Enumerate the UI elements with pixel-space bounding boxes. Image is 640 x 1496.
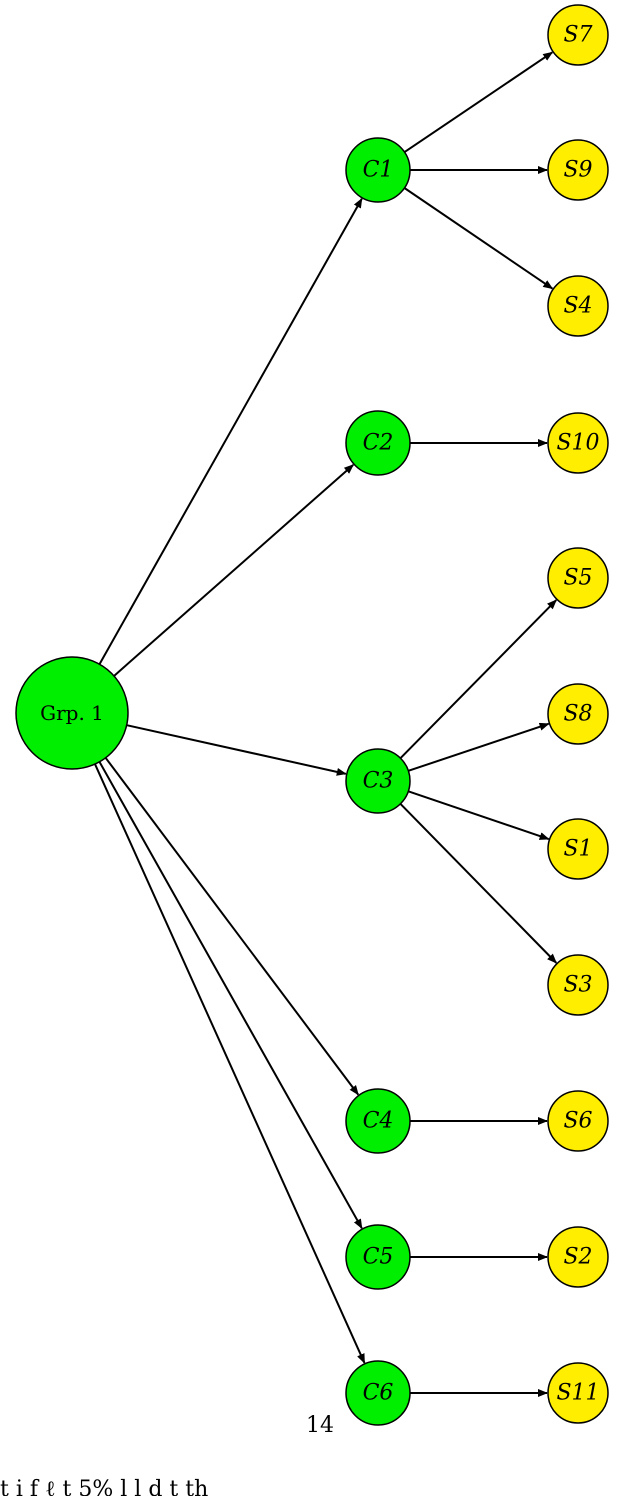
leaf-node-s7-label: S7 [563, 23, 592, 48]
leaf-node-s5: S5 [547, 547, 609, 609]
child-node-c3-label: C3 [363, 769, 394, 794]
leaf-node-s3: S3 [547, 954, 609, 1016]
leaf-node-s1: S1 [547, 818, 609, 880]
leaf-node-s2-circle [547, 1226, 609, 1288]
leaf-node-s11: S11 [547, 1362, 609, 1424]
edge-c3-s8 [408, 722, 550, 772]
edge-c3-s5 [399, 599, 557, 759]
leaf-node-s7-circle [547, 4, 609, 66]
leaf-node-s5-circle [547, 547, 609, 609]
child-node-c2: C2 [345, 410, 411, 476]
edge-root-c4 [104, 757, 360, 1096]
leaf-node-s1-label: S1 [563, 837, 592, 862]
leaf-node-s2: S2 [547, 1226, 609, 1288]
child-node-c6-circle [345, 1360, 411, 1426]
edge-c1-s4 [403, 187, 554, 290]
root-node-label: Grp. 1 [40, 701, 104, 725]
edge-root-c3 [126, 724, 347, 776]
leaf-node-s10: S10 [547, 412, 609, 474]
child-node-c4-circle [345, 1088, 411, 1154]
leaf-node-s8-circle [547, 683, 609, 745]
child-node-c5: C5 [345, 1224, 411, 1290]
child-node-c1-circle [345, 137, 411, 203]
child-node-c1: C1 [345, 137, 411, 203]
leaf-node-s6: S6 [547, 1090, 609, 1152]
leaf-node-s1-circle [547, 818, 609, 880]
leaf-node-s2-label: S2 [563, 1245, 592, 1270]
leaf-node-s10-circle [547, 412, 609, 474]
child-node-c6: C6 [345, 1360, 411, 1426]
edge-root-c6 [94, 763, 366, 1364]
edges-layer [94, 51, 558, 1397]
leaf-node-s3-label: S3 [563, 973, 592, 998]
leaf-node-s8: S8 [547, 683, 609, 745]
leaf-node-s9: S9 [547, 139, 609, 201]
leaf-node-s9-label: S9 [563, 158, 592, 183]
leaf-node-s4: S4 [547, 275, 609, 337]
leaf-node-s5-label: S5 [563, 566, 592, 591]
child-node-c4-label: C4 [363, 1109, 394, 1134]
leaf-node-s6-circle [547, 1090, 609, 1152]
edge-root-c2 [113, 464, 355, 677]
leaf-node-s11-label: S11 [556, 1381, 599, 1406]
child-node-c3-circle [345, 748, 411, 814]
leaf-node-s3-circle [547, 954, 609, 1016]
root-node: Grp. 1 [15, 656, 129, 770]
leaf-node-s6-label: S6 [563, 1109, 592, 1134]
leaf-node-s10-label: S10 [556, 431, 599, 456]
child-node-c1-label: C1 [363, 158, 394, 183]
leaf-node-s4-circle [547, 275, 609, 337]
child-node-c3: C3 [345, 748, 411, 814]
leaf-node-s9-circle [547, 139, 609, 201]
leaf-node-s7: S7 [547, 4, 609, 66]
child-node-c5-circle [345, 1224, 411, 1290]
child-node-c2-label: C2 [363, 431, 394, 456]
child-node-c6-label: C6 [363, 1381, 394, 1406]
leaf-node-s4-label: S4 [563, 294, 592, 319]
edge-c3-s1 [407, 790, 550, 840]
edge-root-c1 [98, 197, 363, 665]
page-number: 14 [306, 1413, 334, 1438]
child-node-c2-circle [345, 410, 411, 476]
edge-c1-s7 [403, 51, 554, 153]
root-node-circle [15, 656, 129, 770]
leaf-node-s11-circle [547, 1362, 609, 1424]
edge-root-c5 [98, 761, 363, 1230]
edge-c3-s3 [399, 803, 558, 964]
leaf-node-s8-label: S8 [563, 702, 592, 727]
child-node-c4: C4 [345, 1088, 411, 1154]
bottom-text-fragment: t i f ℓ t 5% l l d t th [0, 1477, 208, 1496]
child-node-c5-label: C5 [363, 1245, 394, 1270]
